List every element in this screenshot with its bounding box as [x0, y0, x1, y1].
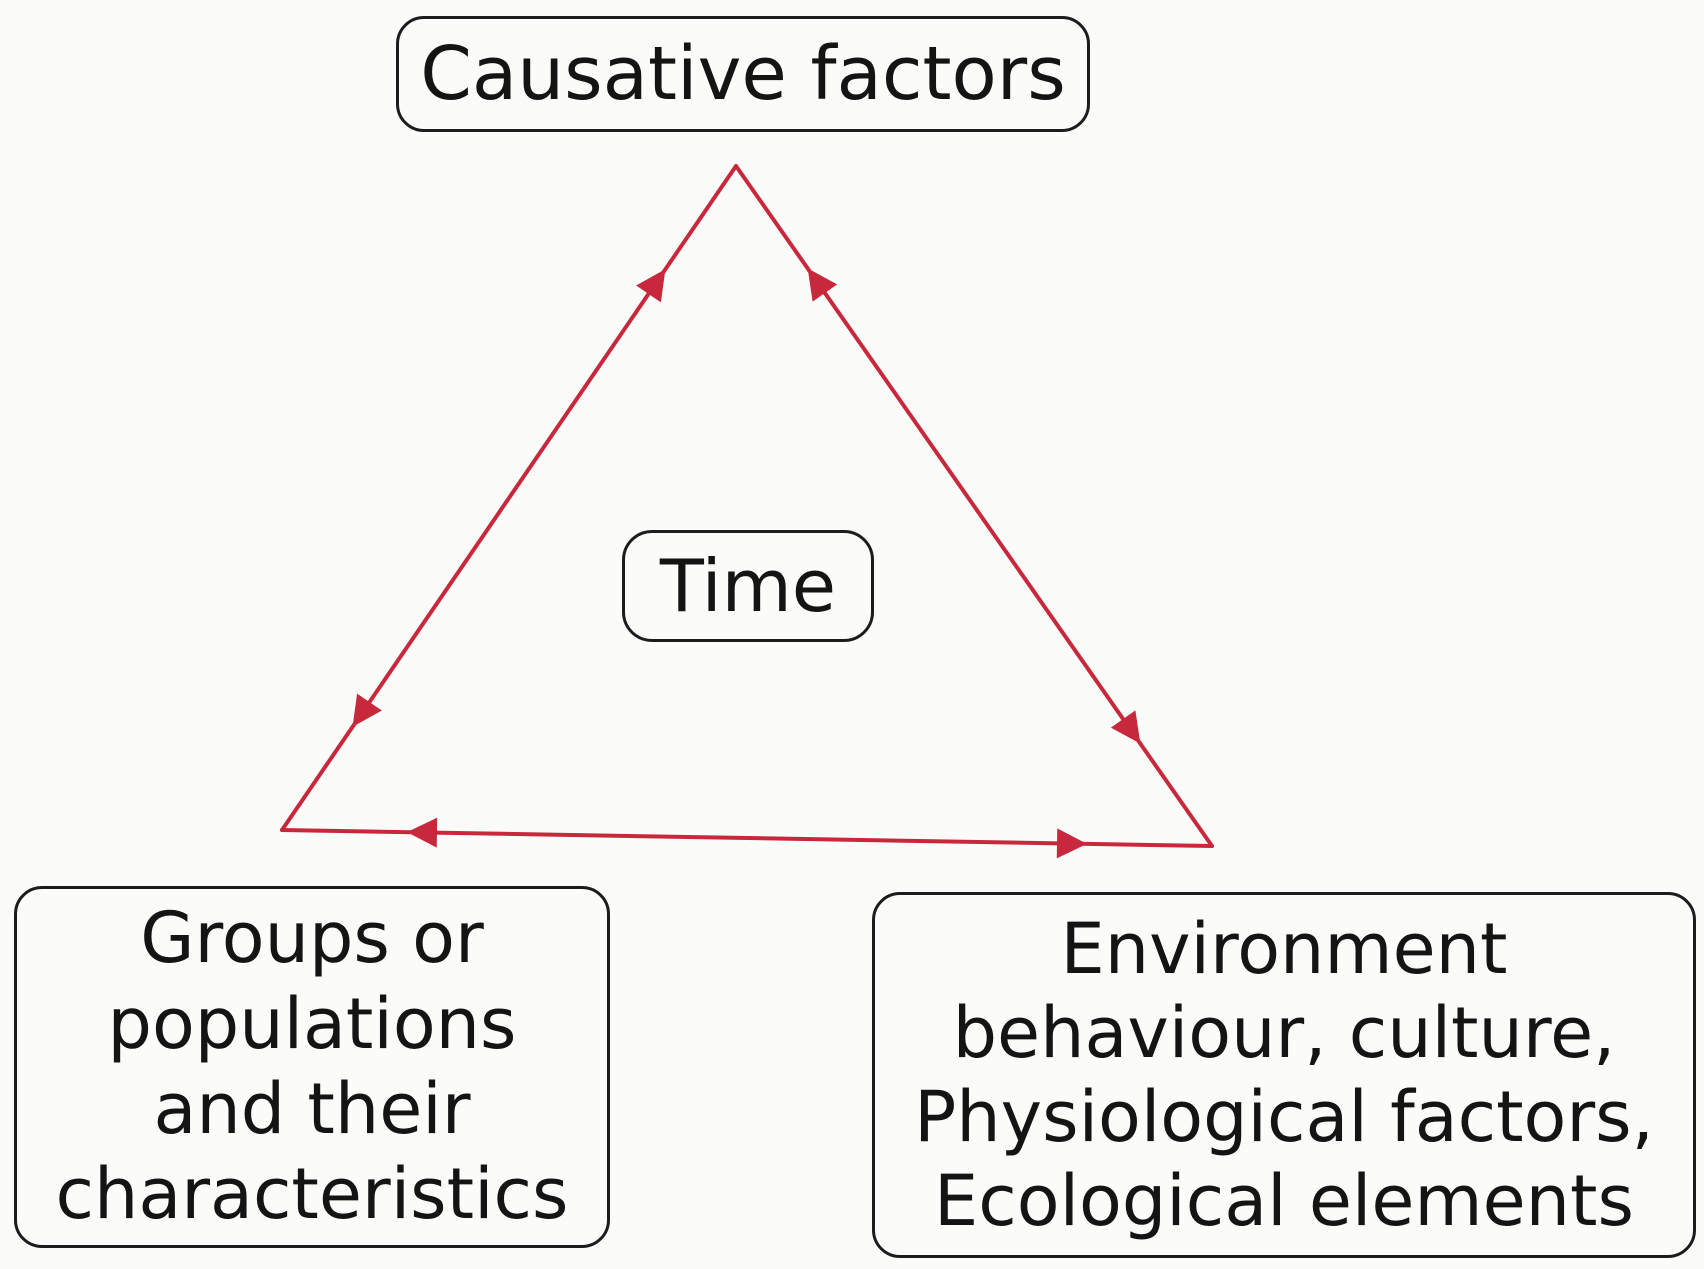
- edge-causative-environment: [734, 164, 1214, 848]
- node-time: Time: [622, 530, 874, 642]
- arrowhead-causative-end-1: [807, 268, 838, 302]
- node-groups-line-4: characteristics: [55, 1153, 569, 1236]
- arrowhead-groups-end-2: [406, 817, 438, 848]
- arrowhead-groups-end-0: [352, 693, 382, 727]
- node-environment-line-1: Environment: [1060, 908, 1508, 990]
- node-groups-line-1: Groups or: [140, 897, 484, 980]
- edge-group: [280, 164, 1214, 859]
- arrowhead-environment-end-2: [1056, 828, 1088, 859]
- node-environment-line-3: Physiological factors,: [914, 1076, 1654, 1158]
- node-causative-line-1: Causative factors: [420, 30, 1066, 117]
- node-groups-line-2: populations: [107, 982, 517, 1065]
- arrowhead-causative-end-0: [636, 269, 666, 303]
- node-environment-factors: Environment behaviour, culture, Physiolo…: [872, 892, 1696, 1258]
- node-time-line-1: Time: [659, 543, 837, 628]
- arrowhead-environment-end-1: [1110, 710, 1141, 744]
- edge-groups-environment: [280, 828, 1214, 848]
- node-causative-factors: Causative factors: [396, 16, 1090, 132]
- node-groups-populations: Groups or populations and their characte…: [14, 886, 610, 1248]
- edge-causative-groups: [280, 164, 738, 832]
- node-groups-line-3: and their: [153, 1068, 471, 1150]
- node-environment-line-2: behaviour, culture,: [952, 992, 1616, 1074]
- node-environment-line-4: Ecological elements: [934, 1160, 1634, 1242]
